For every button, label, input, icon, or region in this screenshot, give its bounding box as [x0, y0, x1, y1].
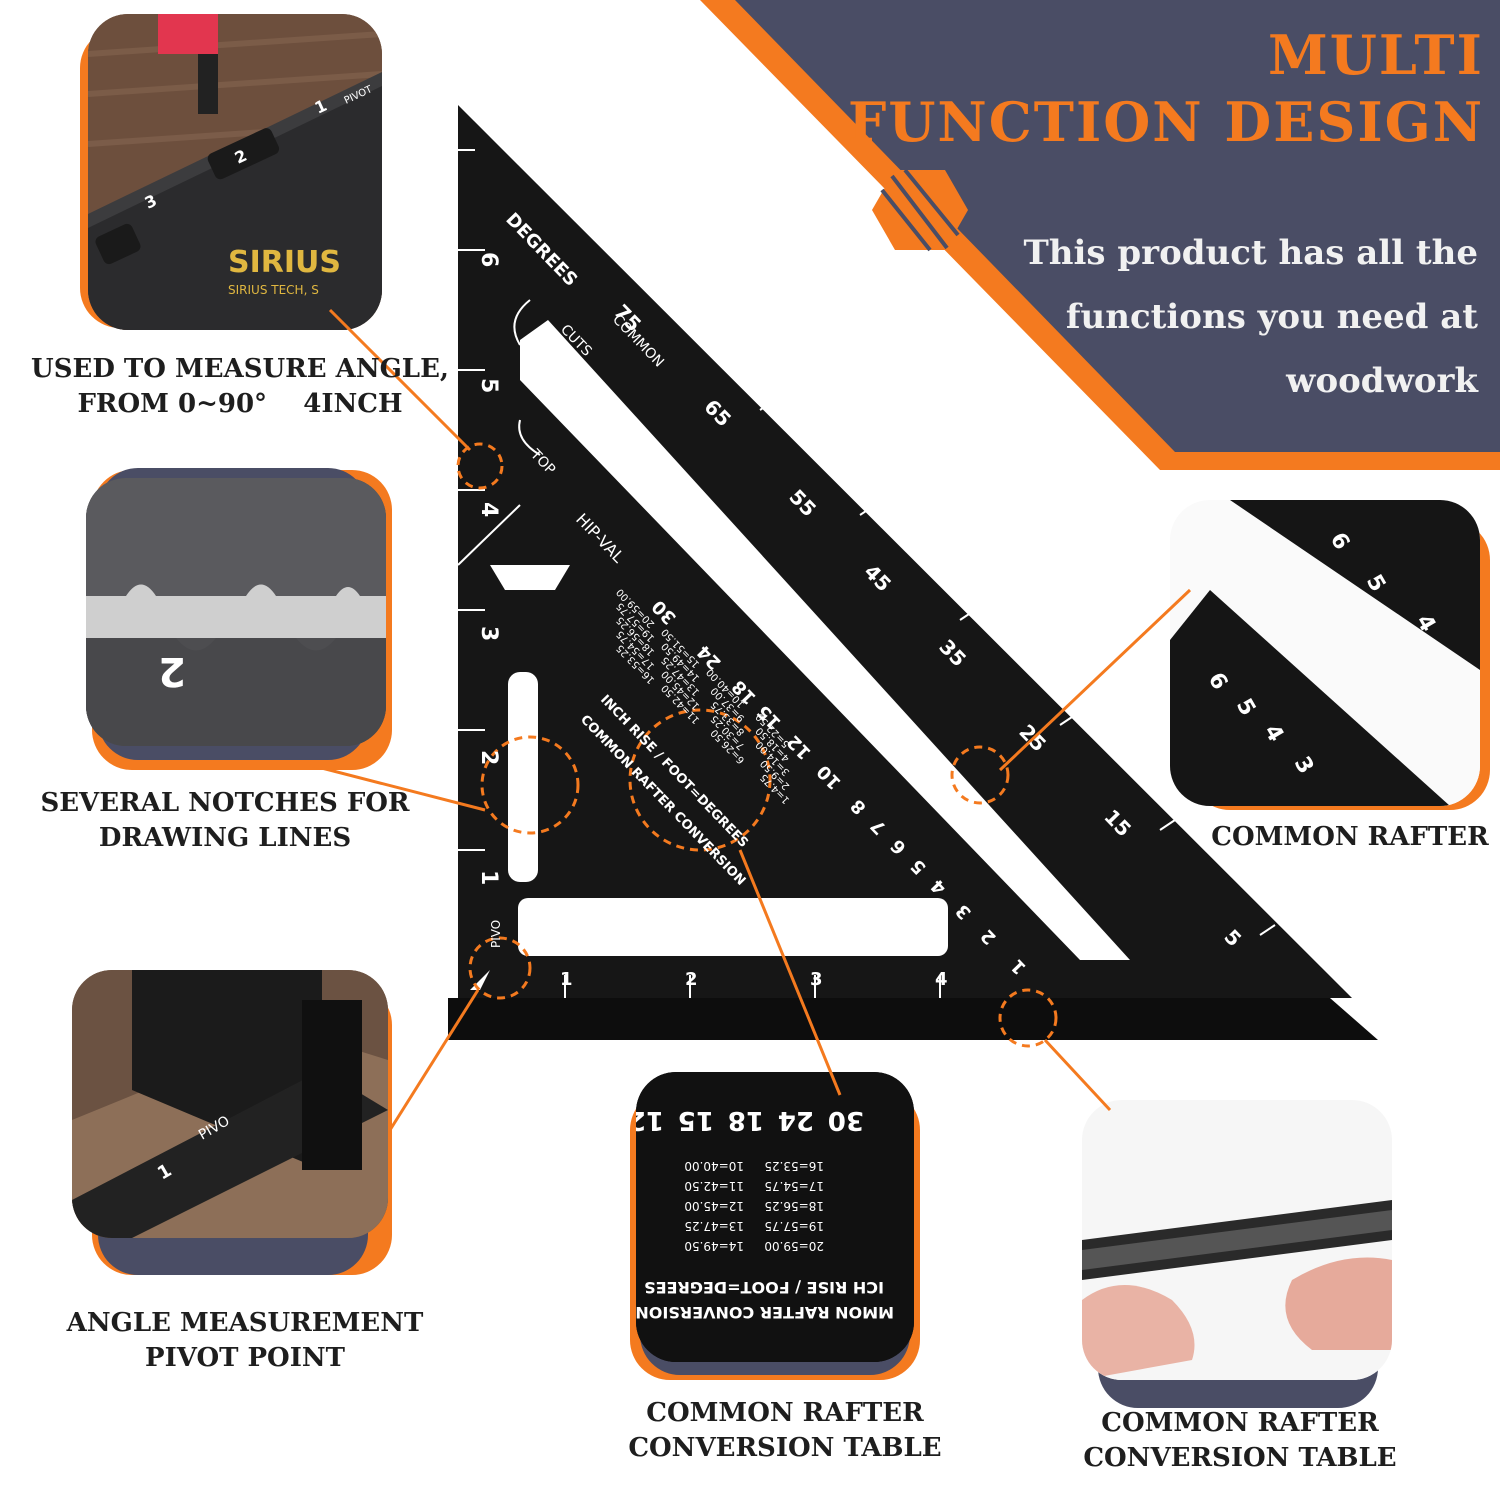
bottom-scale-1: 1 — [560, 969, 573, 990]
deg-25: 25 — [1014, 720, 1051, 757]
deg-55: 55 — [784, 485, 821, 522]
bottom-scale-2: 2 — [685, 969, 698, 990]
pivot-label: PIVO — [489, 920, 503, 948]
bottom-scale-4: 4 — [935, 969, 948, 990]
description-line-2: functions you need at — [1065, 297, 1478, 337]
top-label: TOP — [526, 446, 558, 478]
caption-angle-line-2: FROM 0~90° 4INCH — [77, 389, 403, 419]
zoom-table-title-2: ICH RISE / FOOT=DEGREES — [644, 1278, 884, 1297]
caption-conversion-right: COMMON RAFTER CONVERSION TABLE — [1070, 1406, 1410, 1476]
zoom-row-d: 11=42.50 — [684, 1179, 744, 1193]
photo-conversion-zoom: 30 24 18 15 12 16=53.25 10=40.00 17=54.7… — [636, 1072, 914, 1362]
title-line-1: MULTI — [1268, 23, 1484, 87]
deg-45: 45 — [859, 560, 896, 597]
left-scale-1: 1 — [476, 870, 501, 885]
left-scale-4: 4 — [476, 502, 501, 517]
notch-digit: 2 — [158, 648, 186, 694]
photo-notches: 2 — [86, 478, 386, 746]
raft-8: 8 — [847, 795, 871, 819]
caption-notches-line-2: DRAWING LINES — [98, 823, 352, 853]
degrees-label: DEGREES — [501, 209, 581, 291]
raft-4: 4 — [927, 875, 951, 899]
left-scale-5: 5 — [476, 378, 501, 393]
raft-7: 7 — [867, 815, 891, 839]
zoom-scale-18: 18 — [728, 1105, 764, 1135]
zoom-scale-15: 15 — [678, 1105, 714, 1135]
caption-angle-line-1: USED TO MEASURE ANGLE, — [31, 354, 449, 384]
bottom-scale-3: 3 — [810, 969, 823, 990]
hexagon-emblem-icon — [872, 168, 968, 252]
photo-rafter-zoom: 6 5 4 6 5 4 3 — [1170, 500, 1480, 806]
caption-conversion-center: COMMON RAFTER CONVERSION TABLE — [610, 1396, 960, 1466]
caption-conversion-center-line-2: CONVERSION TABLE — [628, 1433, 942, 1463]
deg-35: 35 — [934, 635, 971, 672]
zoom-scale-30: 30 — [828, 1105, 864, 1135]
zoom-row-h: 13=47.25 — [684, 1219, 744, 1233]
photo-ruler-brand: SIRIUS SIRIUS TECH, S 3 2 1 PIVOT — [88, 14, 382, 330]
caption-conversion-center-line-1: COMMON RAFTER — [646, 1398, 924, 1428]
title-line-2: FUNCTION DESIGN — [848, 90, 1485, 154]
photo-fingers — [1082, 1100, 1392, 1380]
caption-notches-line-1: SEVERAL NOTCHES FOR — [40, 788, 410, 818]
zoom-row-j: 14=49.50 — [684, 1239, 744, 1253]
left-scale-3: 3 — [476, 626, 501, 641]
deg-5: 5 — [1219, 925, 1246, 952]
deg-65: 65 — [699, 395, 736, 432]
deg-15: 15 — [1099, 805, 1136, 842]
description-line-3: woodwork — [1286, 361, 1478, 401]
cuts-label: CUTS — [557, 322, 595, 360]
raft-6: 6 — [887, 835, 911, 859]
photo-pivot: PIVO 1 — [72, 970, 388, 1238]
zoom-row-e: 18=56.25 — [764, 1199, 824, 1213]
raft-10: 10 — [813, 761, 846, 794]
left-scale-2: 2 — [476, 750, 501, 765]
description-line-1: This product has all the — [1023, 233, 1478, 273]
hip-val-label: HIP-VAL — [572, 510, 628, 567]
caption-angle: USED TO MEASURE ANGLE, FROM 0~90° 4INCH — [30, 352, 450, 422]
caption-pivot-line-1: ANGLE MEASUREMENT — [66, 1308, 424, 1338]
zoom-row-c: 17=54.75 — [764, 1179, 824, 1193]
brand-text: SIRIUS — [228, 245, 341, 280]
zoom-row-b: 10=40.00 — [684, 1159, 744, 1173]
zoom-scale-12: 12 — [636, 1105, 664, 1135]
caption-conversion-right-line-1: COMMON RAFTER — [1101, 1408, 1379, 1438]
raft-1: 1 — [1007, 955, 1031, 979]
zoom-row-a: 16=53.25 — [764, 1159, 824, 1173]
raft-5: 5 — [907, 855, 931, 879]
left-scale-6: 6 — [476, 252, 501, 267]
caption-conversion-right-line-2: CONVERSION TABLE — [1083, 1443, 1397, 1473]
zoom-row-f: 12=45.00 — [684, 1199, 744, 1213]
zoom-row-g: 19=57.75 — [764, 1219, 824, 1233]
zoom-table-title-1: MMON RAFTER CONVERSION — [636, 1303, 894, 1322]
raft-2: 2 — [977, 925, 1001, 949]
caption-notches: SEVERAL NOTCHES FOR DRAWING LINES — [20, 786, 430, 856]
raft-24: 24 — [693, 641, 726, 674]
brand-subtext: SIRIUS TECH, S — [228, 283, 319, 297]
zoom-scale-24: 24 — [778, 1105, 814, 1135]
caption-rafter: COMMON RAFTER — [1210, 820, 1490, 855]
caption-pivot-line-2: PIVOT POINT — [145, 1343, 345, 1373]
caption-rafter-line-1: COMMON RAFTER — [1211, 822, 1489, 852]
zoom-row-i: 20=59.00 — [764, 1239, 824, 1253]
raft-3: 3 — [952, 900, 976, 924]
caption-pivot: ANGLE MEASUREMENT PIVOT POINT — [40, 1306, 450, 1376]
deg-75: 75 — [609, 300, 646, 337]
